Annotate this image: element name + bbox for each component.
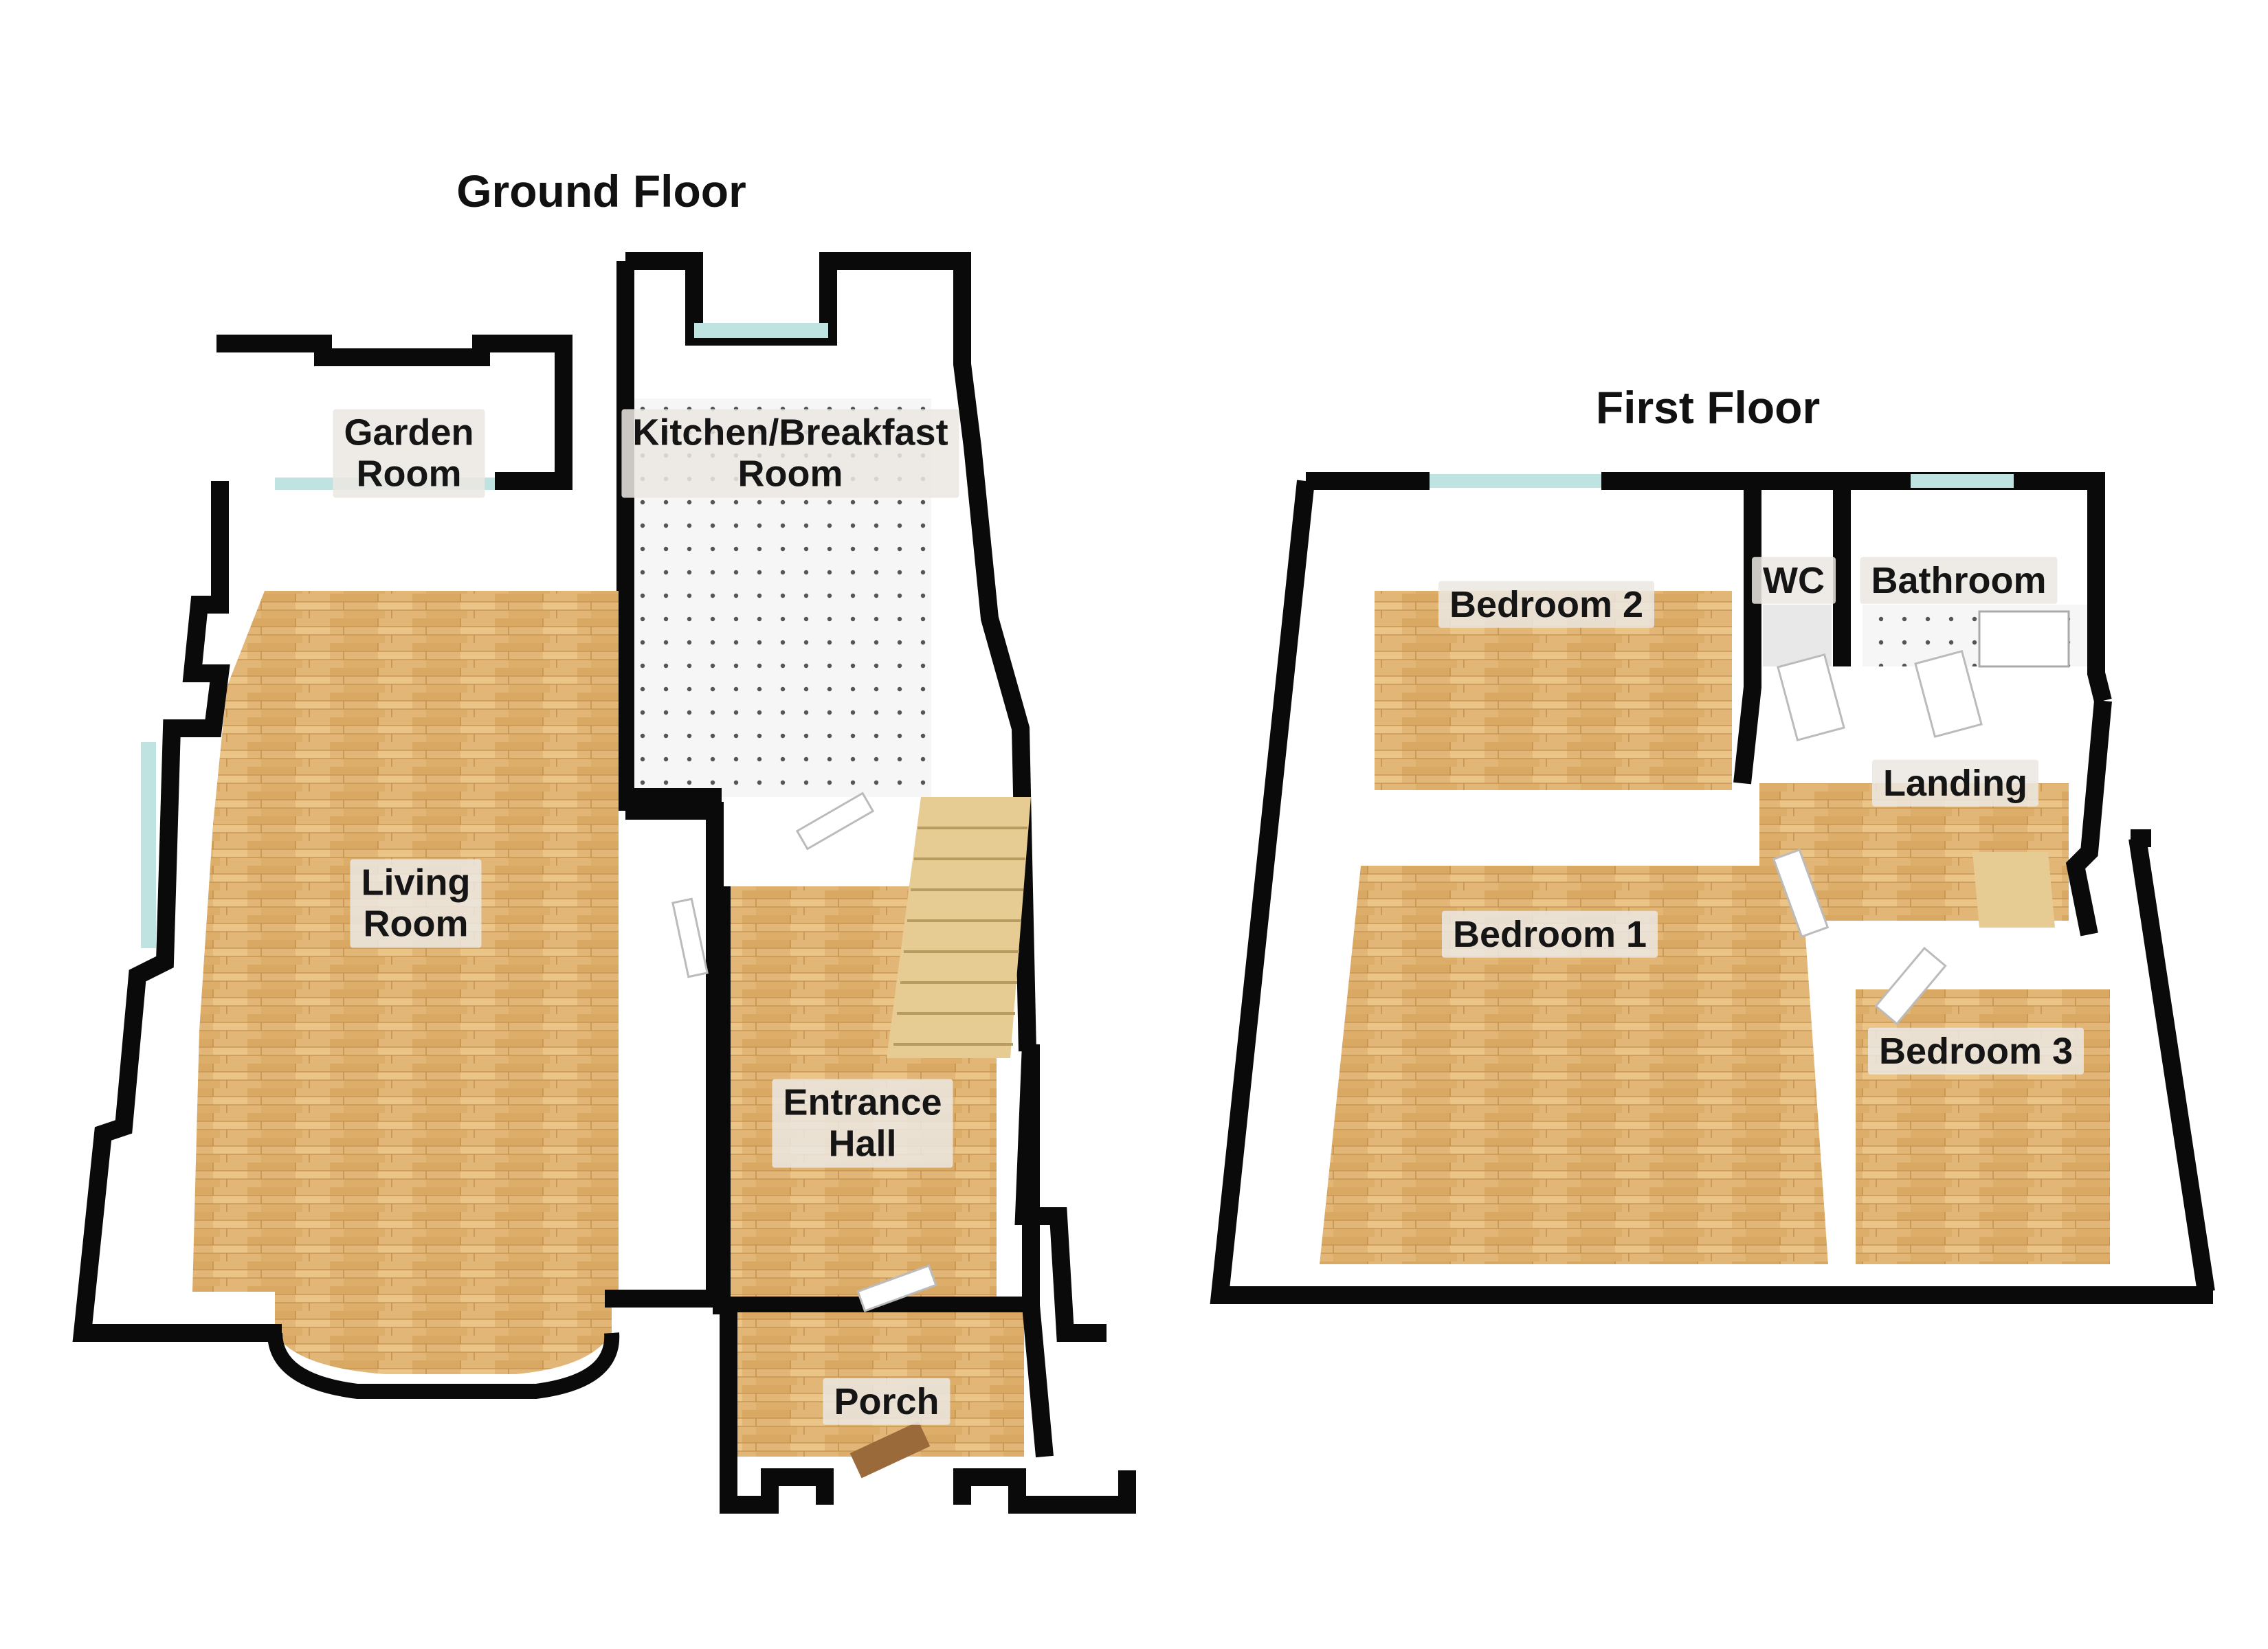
room-label-living-room: Living Room bbox=[350, 859, 482, 948]
bathroom-door bbox=[1914, 649, 1983, 739]
ground-floor bbox=[72, 252, 1136, 1514]
landing-wall bbox=[2065, 699, 2215, 1293]
landing-stairs bbox=[1972, 852, 2055, 928]
bay-window bbox=[267, 1332, 620, 1399]
first-floor bbox=[1210, 472, 2215, 1304]
porch-door bbox=[856, 1264, 937, 1312]
bathtub bbox=[1978, 610, 2070, 668]
ground-floor-title: Ground Floor bbox=[456, 166, 746, 216]
room-label-wc: WC bbox=[1752, 557, 1836, 605]
room-label-entrance-hall: Entrance Hall bbox=[772, 1079, 953, 1168]
living-window-left bbox=[141, 742, 156, 948]
room-label-kitchen-breakfast-room: Kitchen/Breakfast Room bbox=[621, 409, 959, 498]
wc-door bbox=[1777, 653, 1845, 742]
room-label-landing: Landing bbox=[1872, 759, 2038, 807]
room-label-porch: Porch bbox=[823, 1378, 950, 1426]
bedroom-2-window bbox=[1430, 474, 1601, 488]
room-label-bedroom-3: Bedroom 3 bbox=[1867, 1027, 2084, 1075]
room-label-bathroom: Bathroom bbox=[1860, 557, 2058, 605]
bay-window-floor bbox=[275, 1292, 612, 1374]
ground-floor-stairs bbox=[887, 797, 1031, 1058]
bedroom-3-wall bbox=[2055, 829, 2213, 1304]
garden-room-wall bbox=[216, 335, 572, 490]
entrance-hall-wall bbox=[625, 788, 1107, 1342]
room-label-bedroom-1: Bedroom 1 bbox=[1441, 910, 1658, 958]
kitchen-door bbox=[795, 792, 875, 851]
porch-wall bbox=[720, 1304, 1136, 1514]
kitchen-window bbox=[694, 323, 828, 338]
room-label-garden-room: Garden Room bbox=[333, 409, 485, 498]
room-label-bedroom-2: Bedroom 2 bbox=[1438, 581, 1655, 629]
front-door bbox=[849, 1421, 931, 1479]
bedroom-3-door bbox=[1874, 946, 1947, 1026]
first-floor-title: First Floor bbox=[1595, 382, 1821, 433]
bedroom-1-floor bbox=[1320, 866, 1828, 1264]
living-door bbox=[671, 897, 709, 978]
bathroom-window bbox=[1911, 474, 2014, 488]
kitchen-wall bbox=[616, 252, 1036, 1052]
bedroom-1-door bbox=[1772, 848, 1830, 939]
bedroom-1-wall bbox=[1210, 480, 2055, 1304]
